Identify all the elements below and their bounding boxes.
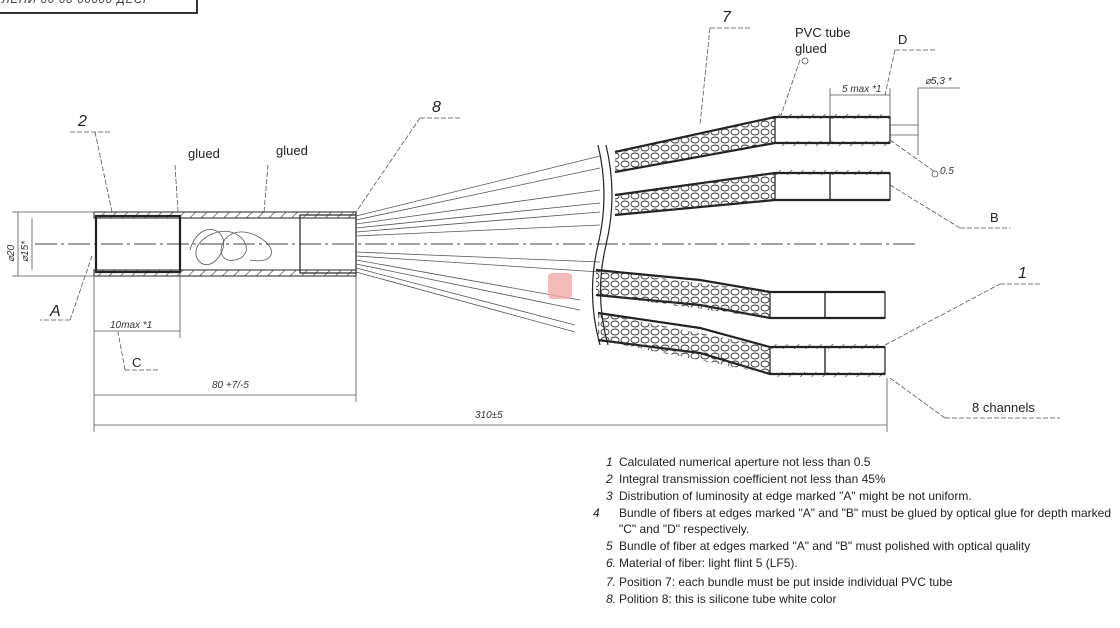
dim-end-diameter: ⌀5,3 * <box>925 76 953 87</box>
input-end-tube <box>93 211 357 277</box>
note-8: 8.Polition 8: this is silicone tube whit… <box>606 592 837 606</box>
break-line <box>591 144 605 346</box>
fiber-fan <box>355 155 601 333</box>
dim-gap: 0.5 <box>940 166 954 177</box>
dimension-lines <box>12 87 960 432</box>
dim-inner-diameter: ⌀15* <box>20 240 31 262</box>
dim-outer-diameter: ⌀20 <box>6 244 17 262</box>
edge-b-label: B <box>990 210 999 225</box>
output-bundle-4 <box>597 311 886 377</box>
glued-plug-a <box>94 214 182 274</box>
note-7: 7.Position 7: each bundle must be put in… <box>606 575 953 589</box>
pvc-glued-label: glued <box>795 41 827 56</box>
dim-length-80: 80 +7/-5 <box>212 380 249 391</box>
dim-depth-d: 5 max *1 <box>842 84 881 95</box>
leader-lines <box>40 27 1060 419</box>
edge-a-label: A <box>49 303 61 320</box>
depth-c-label: C <box>132 355 141 370</box>
position-7-label: 7 <box>722 9 732 26</box>
dim-depth-c: 10max *1 <box>110 320 152 331</box>
position-8-label: 8 <box>432 99 441 116</box>
title-block: ЛЕНИ 00 00 00000 ДЕСР <box>0 0 198 14</box>
channels-label: 8 channels <box>972 400 1035 415</box>
watermark-badge <box>548 273 572 299</box>
dim-total-length: 310±5 <box>475 410 503 421</box>
output-bundle-2 <box>614 170 891 217</box>
silicone-tube-8 <box>299 214 357 274</box>
output-bundle-1 <box>614 114 891 174</box>
edge-d-label: D <box>898 32 907 47</box>
position-1-label: 1 <box>1018 265 1027 282</box>
glued-label-2: glued <box>276 143 308 158</box>
output-bundle-3 <box>595 268 886 320</box>
fiber-coil <box>189 229 272 265</box>
glued-label-1: glued <box>188 146 220 161</box>
note-6: 6.Material of fiber: light flint 5 (LF5)… <box>606 555 798 570</box>
pvc-tube-label: PVC tube <box>795 25 851 40</box>
position-2-label: 2 <box>77 113 87 130</box>
